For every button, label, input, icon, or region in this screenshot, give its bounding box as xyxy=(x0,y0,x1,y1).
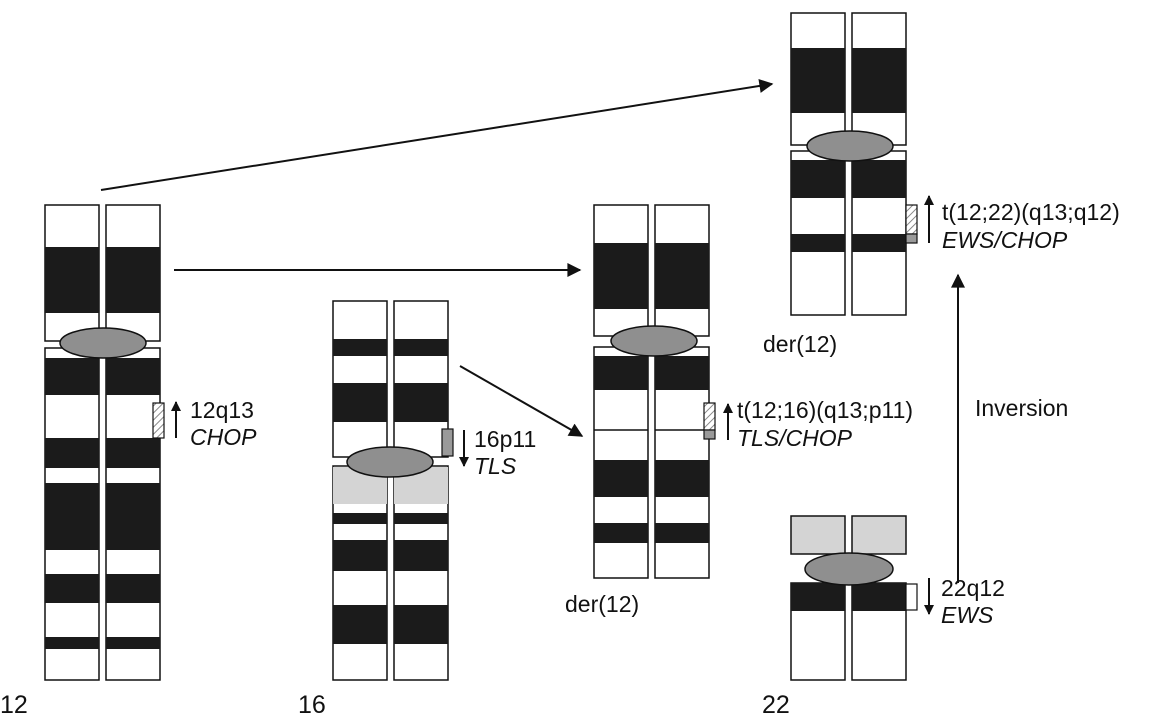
heterochromatin-band xyxy=(790,515,846,555)
t12-22-notation: t(12;22)(q13;q12) xyxy=(942,199,1120,225)
dark-band xyxy=(45,483,99,550)
chop-band-label: 12q13 xyxy=(190,397,254,423)
dark-band xyxy=(333,339,387,356)
dark-band xyxy=(45,438,99,468)
chop-fusion-marker xyxy=(905,204,918,235)
arrow-chr12-to-der12-ews xyxy=(100,79,774,191)
tls-gene-label: TLS xyxy=(474,453,517,479)
dark-band xyxy=(106,574,160,603)
t12-22-translocation: t(12;22)(q13;q12) EWS/CHOP xyxy=(924,195,1120,253)
chromatid-right xyxy=(851,515,907,681)
dark-band xyxy=(791,160,845,198)
chop-fusion-marker xyxy=(703,402,716,431)
dark-band xyxy=(655,356,709,390)
ews-fusion-marker xyxy=(905,233,918,244)
dark-band xyxy=(106,637,160,649)
dark-band xyxy=(655,460,709,497)
tls-fusion-marker xyxy=(703,429,716,440)
dark-band xyxy=(594,523,648,543)
dark-band xyxy=(852,583,906,611)
dark-band xyxy=(394,513,448,524)
dark-band xyxy=(394,605,448,644)
dark-band xyxy=(106,483,160,550)
derivative-chromosome-12-tls: der(12) xyxy=(565,204,716,617)
der12-ews-label: der(12) xyxy=(763,331,837,357)
dark-band xyxy=(594,243,648,309)
chromatid-right xyxy=(851,12,907,316)
ews-locus: 22q12 EWS xyxy=(924,575,1005,628)
centromere xyxy=(804,552,894,586)
t12-16-notation: t(12;16)(q13;p11) xyxy=(737,397,913,423)
chromatid-left xyxy=(44,204,100,681)
inversion-label: Inversion xyxy=(975,395,1068,421)
chromosome-22-label: 22 xyxy=(762,691,790,719)
dark-band xyxy=(594,460,648,497)
t12-16-translocation: t(12;16)(q13;p11) TLS/CHOP xyxy=(723,397,913,451)
centromere xyxy=(346,446,434,478)
chromatid-left xyxy=(332,300,388,681)
tls-locus: 16p11 TLS xyxy=(459,426,536,479)
dark-band xyxy=(106,247,160,313)
arrow-chr16-to-der12-tls xyxy=(459,365,584,437)
dark-band xyxy=(394,383,448,422)
der12-tls-label: der(12) xyxy=(565,591,639,617)
chromosome-12: 12 xyxy=(0,204,165,719)
dark-band xyxy=(106,358,160,395)
dark-band xyxy=(333,540,387,571)
dark-band xyxy=(791,583,845,611)
chromatid-right xyxy=(654,204,710,579)
chop-gene-label: CHOP xyxy=(190,424,257,450)
chromatid-right xyxy=(393,300,449,681)
chromosome-16-label: 16 xyxy=(298,691,326,719)
chromatid-left xyxy=(790,515,846,681)
chromatid-left xyxy=(593,204,649,579)
dark-band xyxy=(655,523,709,543)
dark-band xyxy=(45,247,99,313)
dark-band xyxy=(852,234,906,252)
chromosome-22: 22 xyxy=(762,515,918,719)
dark-band xyxy=(333,513,387,524)
dark-band xyxy=(655,243,709,309)
derivative-chromosome-12-ews: der(12) xyxy=(763,12,918,357)
dark-band xyxy=(333,383,387,422)
ews-band-label: 22q12 xyxy=(941,575,1005,601)
centromere xyxy=(59,327,147,359)
centromere xyxy=(806,130,894,162)
tls-chop-fusion-label: TLS/CHOP xyxy=(737,425,853,451)
dark-band xyxy=(106,438,160,468)
dark-band xyxy=(852,48,906,113)
dark-band xyxy=(333,605,387,644)
dark-band xyxy=(394,540,448,571)
ews-gene-label: EWS xyxy=(941,602,994,628)
dark-band xyxy=(594,356,648,390)
heterochromatin-band xyxy=(851,515,907,555)
dark-band xyxy=(394,339,448,356)
dark-band xyxy=(791,48,845,113)
dark-band xyxy=(852,160,906,198)
centromere xyxy=(610,325,698,357)
ews-chop-fusion-label: EWS/CHOP xyxy=(942,227,1068,253)
tls-band-label: 16p11 xyxy=(474,426,536,452)
dark-band xyxy=(791,234,845,252)
dark-band xyxy=(45,637,99,649)
tls-locus-marker xyxy=(441,428,454,457)
dark-band xyxy=(45,574,99,603)
chop-locus-marker xyxy=(152,402,165,439)
chromatid-right xyxy=(105,204,161,681)
chromatid-left xyxy=(790,12,846,316)
chromosome-16: 16 xyxy=(298,300,454,719)
chromosome-12-label: 12 xyxy=(0,691,28,719)
ews-locus-marker xyxy=(905,583,918,611)
dark-band xyxy=(45,358,99,395)
chop-locus: 12q13 CHOP xyxy=(171,397,257,450)
